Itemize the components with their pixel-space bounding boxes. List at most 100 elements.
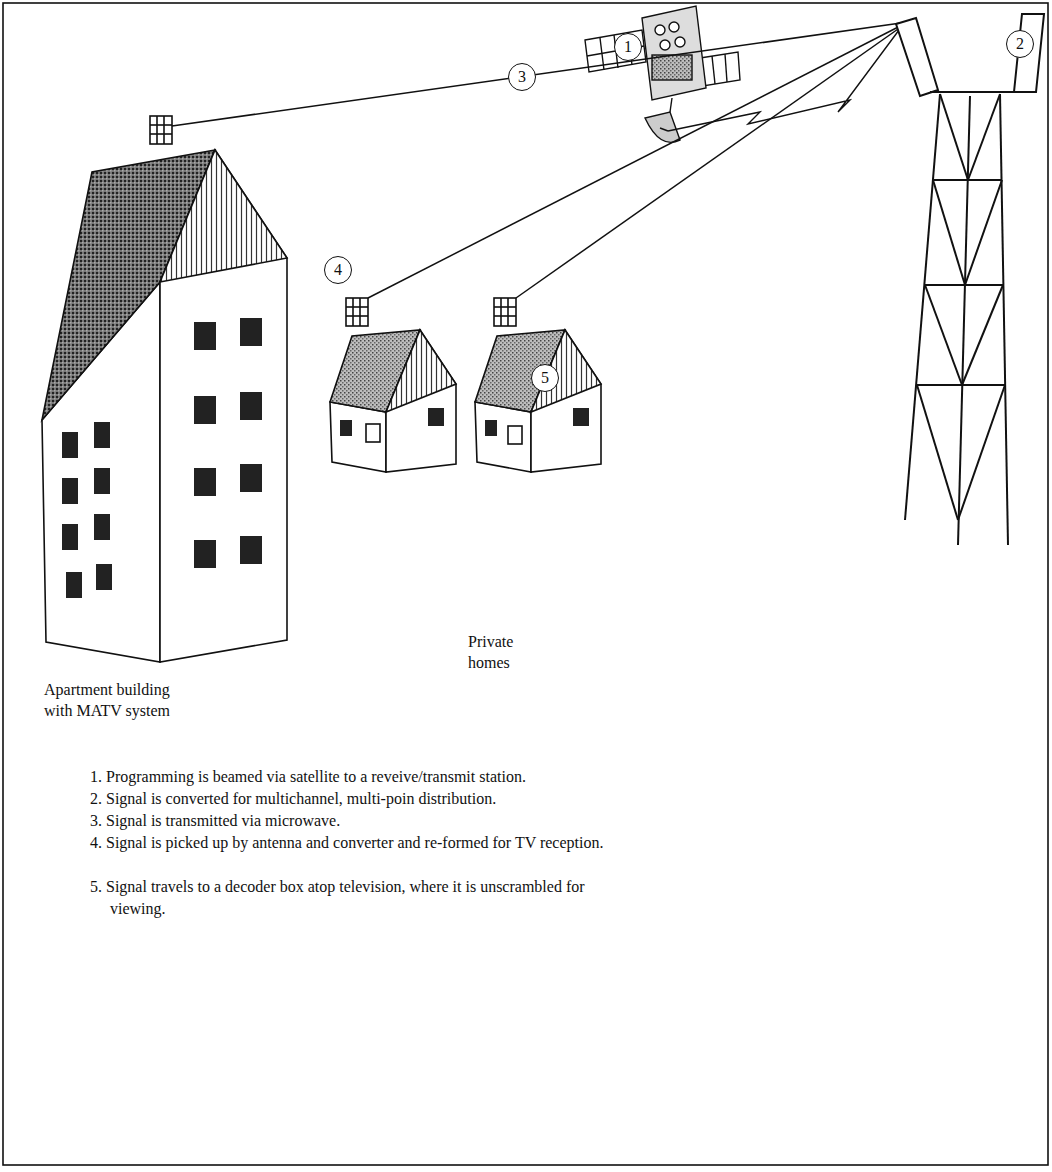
private-home-part — [573, 408, 589, 426]
apartment-building-part — [62, 318, 262, 598]
transmit-tower-part — [958, 96, 970, 545]
transmit-tower-part — [940, 94, 968, 180]
transmit-tower-part — [965, 180, 1002, 285]
private-home-part — [507, 298, 509, 326]
apartment-building-part — [156, 116, 158, 144]
apartment-building-part — [150, 133, 172, 135]
apartment-building-part-part — [194, 468, 216, 496]
private-home-part — [485, 420, 497, 436]
satellite-part — [660, 128, 668, 131]
private-home-part — [346, 315, 368, 317]
satellite-part — [655, 25, 665, 35]
private-home-part — [386, 330, 456, 472]
apartment-building-part — [160, 150, 287, 282]
transmit-tower-part — [933, 180, 965, 285]
transmit-tower-part — [1000, 94, 1008, 545]
apartment-building-part-part — [66, 572, 82, 598]
microwave-signal-line-part — [368, 22, 908, 298]
apartment-building-part-part — [94, 422, 110, 448]
step-note: 3. Signal is transmitted via microwave. — [90, 810, 710, 832]
apartment-building-part-part — [96, 564, 112, 590]
satellite-part — [725, 54, 727, 82]
satellite-part — [712, 56, 715, 84]
satellite-part — [700, 52, 740, 86]
apartment-building — [42, 116, 287, 662]
transmit-tower-part — [905, 94, 940, 520]
building-caption: Apartment building with MATV system — [44, 680, 194, 722]
transmit-tower — [896, 14, 1044, 545]
private-home-part — [386, 330, 456, 412]
private-home — [330, 298, 456, 472]
private-home-part — [494, 298, 516, 326]
transmit-tower-part — [962, 285, 1003, 385]
transmit-tower-part — [968, 94, 1000, 180]
satellite-part — [642, 6, 706, 100]
private-home-part — [500, 298, 502, 326]
callout-number: 5 — [541, 370, 549, 386]
private-home-part — [340, 420, 352, 436]
private-home-part — [508, 426, 522, 444]
transmit-tower-part — [930, 91, 1018, 93]
building-caption: Private homes — [468, 632, 530, 674]
callout-circle: 4 — [324, 256, 352, 284]
callout-number: 2 — [1016, 36, 1024, 52]
private-home-part — [428, 408, 444, 426]
satellite-part — [675, 37, 685, 47]
satellite-part — [652, 55, 692, 80]
apartment-building-part-part — [94, 514, 110, 540]
microwave-signal-line-part — [516, 22, 908, 298]
callout-circle: 3 — [508, 63, 536, 91]
apartment-building-part — [150, 116, 172, 144]
private-home-part — [366, 424, 380, 442]
private-home-part — [352, 298, 354, 326]
transmit-tower-part — [896, 18, 938, 96]
apartment-building-part-part — [62, 524, 78, 550]
transmit-tower-part — [925, 285, 962, 385]
apartment-building-part-part — [240, 464, 262, 492]
microwave-signal-line-part — [172, 22, 908, 126]
apartment-building-part-part — [62, 478, 78, 504]
satellite — [585, 6, 740, 142]
private-home — [475, 298, 601, 472]
step-note: 4. Signal is picked up by antenna and co… — [90, 832, 620, 854]
satellite-part — [670, 98, 672, 112]
step-note: 5. Signal travels to a decoder box atop … — [90, 876, 590, 919]
apartment-building-part-part — [194, 396, 216, 424]
satellite-part — [669, 22, 679, 32]
step-note: 1. Programming is beamed via satellite t… — [90, 766, 710, 788]
apartment-building-part-part — [194, 540, 216, 568]
private-home-part — [531, 330, 601, 412]
apartment-building-part — [163, 116, 165, 144]
microwave-beam — [668, 22, 905, 131]
transmit-tower-part — [917, 385, 958, 520]
apartment-building-part-part — [94, 468, 110, 494]
private-home-part — [346, 298, 368, 326]
transmit-tower-part — [958, 385, 1005, 520]
satellite-part — [645, 112, 680, 142]
step-note: 2. Signal is converted for multichannel,… — [90, 788, 710, 810]
apartment-building-part-part — [240, 392, 262, 420]
satellite-part — [660, 40, 670, 50]
apartment-building-part-part — [240, 536, 262, 564]
private-home-part — [494, 306, 516, 308]
callout-number: 3 — [518, 69, 526, 85]
private-home-part — [359, 298, 361, 326]
frame — [3, 3, 1048, 1165]
private-home-part — [475, 402, 531, 472]
callout-circle: 1 — [614, 33, 642, 61]
callout-number: 1 — [624, 39, 632, 55]
apartment-building-part — [160, 150, 287, 662]
callout-circle: 2 — [1006, 30, 1034, 58]
callout-number: 4 — [334, 262, 342, 278]
apartment-building-part — [150, 124, 172, 126]
private-home-part — [494, 315, 516, 317]
apartment-building-part-part — [240, 318, 262, 346]
private-home-part — [531, 330, 601, 472]
callout-circle: 5 — [531, 364, 559, 392]
apartment-building-part-part — [194, 322, 216, 350]
private-home-part — [346, 306, 368, 308]
apartment-building-part-part — [62, 432, 78, 458]
private-home-part — [330, 402, 386, 472]
